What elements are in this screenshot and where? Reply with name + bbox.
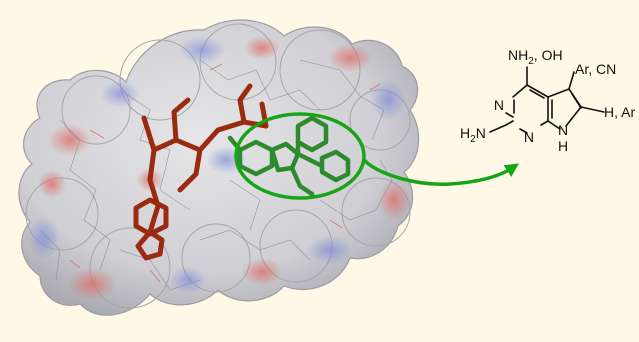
highlight-arrow bbox=[362, 158, 519, 186]
svg-text:N: N bbox=[494, 97, 504, 113]
green-ligand bbox=[227, 115, 351, 197]
svg-text:N: N bbox=[558, 122, 568, 138]
svg-text:Ar, CN: Ar, CN bbox=[575, 61, 616, 77]
svg-text:H: H bbox=[558, 138, 568, 154]
pyrrolopyrimidine-structure-icon: NH2, OH Ar, CN H, Ar N N H2N N H bbox=[460, 47, 635, 154]
protein-surface bbox=[18, 19, 420, 316]
svg-text:H2N: H2N bbox=[460, 125, 486, 145]
red-ligand bbox=[133, 83, 269, 261]
svg-text:H, Ar: H, Ar bbox=[604, 104, 635, 120]
svg-text:N: N bbox=[524, 129, 534, 145]
binding-site-highlight bbox=[234, 112, 366, 200]
svg-text:NH2, OH: NH2, OH bbox=[508, 47, 563, 67]
